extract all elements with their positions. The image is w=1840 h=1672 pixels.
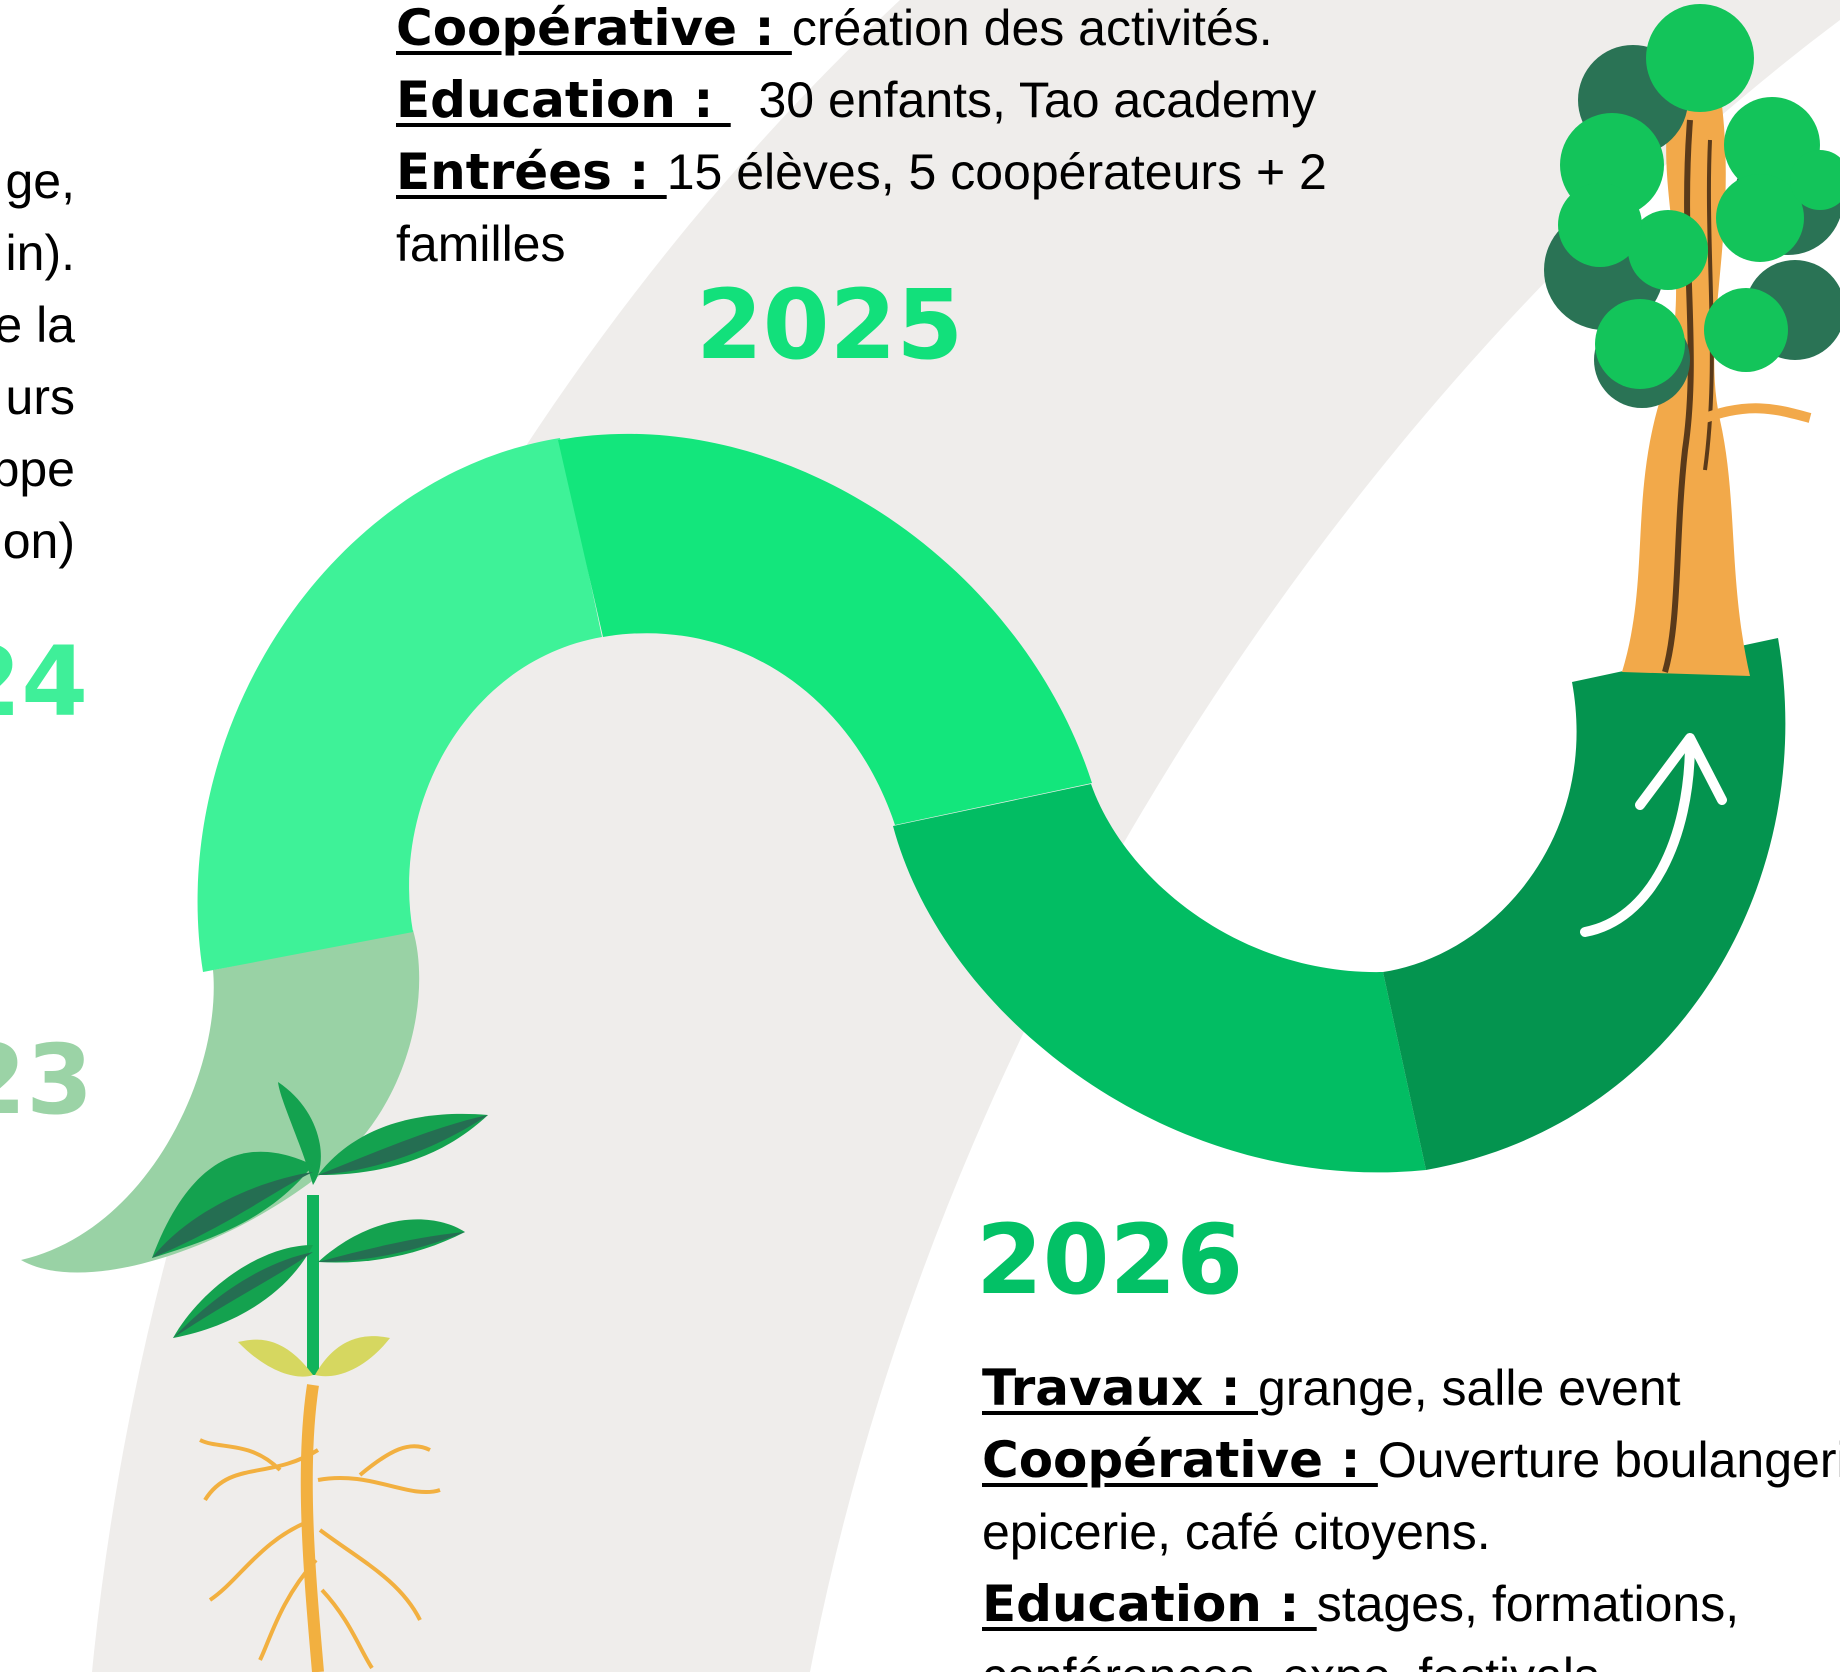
arrow-up-icon	[1580, 733, 1727, 937]
bottom-coop-continuation: epicerie, café citoyens.	[982, 1504, 1491, 1560]
left-panel-line: e la	[0, 297, 75, 353]
segment-2023	[21, 930, 420, 1273]
segment-2024	[197, 438, 602, 972]
left-panel-backdrop	[0, 0, 122, 755]
year-2023-label: 23	[0, 1024, 93, 1136]
education-label: Education :	[396, 71, 731, 129]
left-panel-line: in).	[5, 225, 75, 281]
education-label: Education :	[982, 1575, 1317, 1633]
bottom-coop-line: Coopérative : Ouverture boulangerie,	[982, 1424, 1840, 1496]
bottom-education-line: Education : stages, formations,	[982, 1568, 1739, 1640]
coop-text: création des activités.	[791, 0, 1273, 56]
seedling-icon	[152, 1082, 488, 1672]
entrees-text: 15 élèves, 5 coopérateurs + 2	[666, 144, 1327, 200]
bottom-travaux-line: Travaux : grange, salle event	[982, 1352, 1681, 1424]
bottom-education-continuation: conférences, expo, festivals	[982, 1640, 1599, 1672]
entrees-label: Entrées :	[396, 143, 667, 201]
travaux-label: Travaux :	[982, 1359, 1259, 1417]
segment-2026	[893, 784, 1426, 1173]
year-2024-label: 24	[0, 626, 88, 738]
segment-2025	[558, 433, 1092, 825]
education-text: 30 enfants, Tao academy	[730, 72, 1317, 128]
year-2026-label: 2026	[976, 1204, 1244, 1316]
education-text: stages, formations,	[1316, 1576, 1740, 1632]
top-coop-line: Coopérative : création des activités.	[396, 0, 1273, 64]
left-panel-line: on)	[2, 513, 75, 569]
top-entrees-continuation: familles	[396, 216, 566, 272]
segment-end	[1383, 638, 1786, 1170]
travaux-text: grange, salle event	[1258, 1360, 1681, 1416]
top-education-line: Education : 30 enfants, Tao academy	[396, 64, 1316, 136]
coop-label: Coopérative :	[396, 0, 792, 57]
top-entrees-line: Entrées : 15 élèves, 5 coopérateurs + 2	[396, 136, 1327, 208]
year-2025-label: 2025	[696, 269, 964, 381]
left-panel-line: urs	[5, 369, 75, 425]
left-panel-line: ppe	[0, 441, 75, 497]
left-panel-line: ge,	[5, 153, 75, 209]
coop-text: Ouverture boulangerie,	[1377, 1432, 1840, 1488]
tree-icon	[1544, 4, 1840, 676]
coop-label: Coopérative :	[982, 1431, 1378, 1489]
